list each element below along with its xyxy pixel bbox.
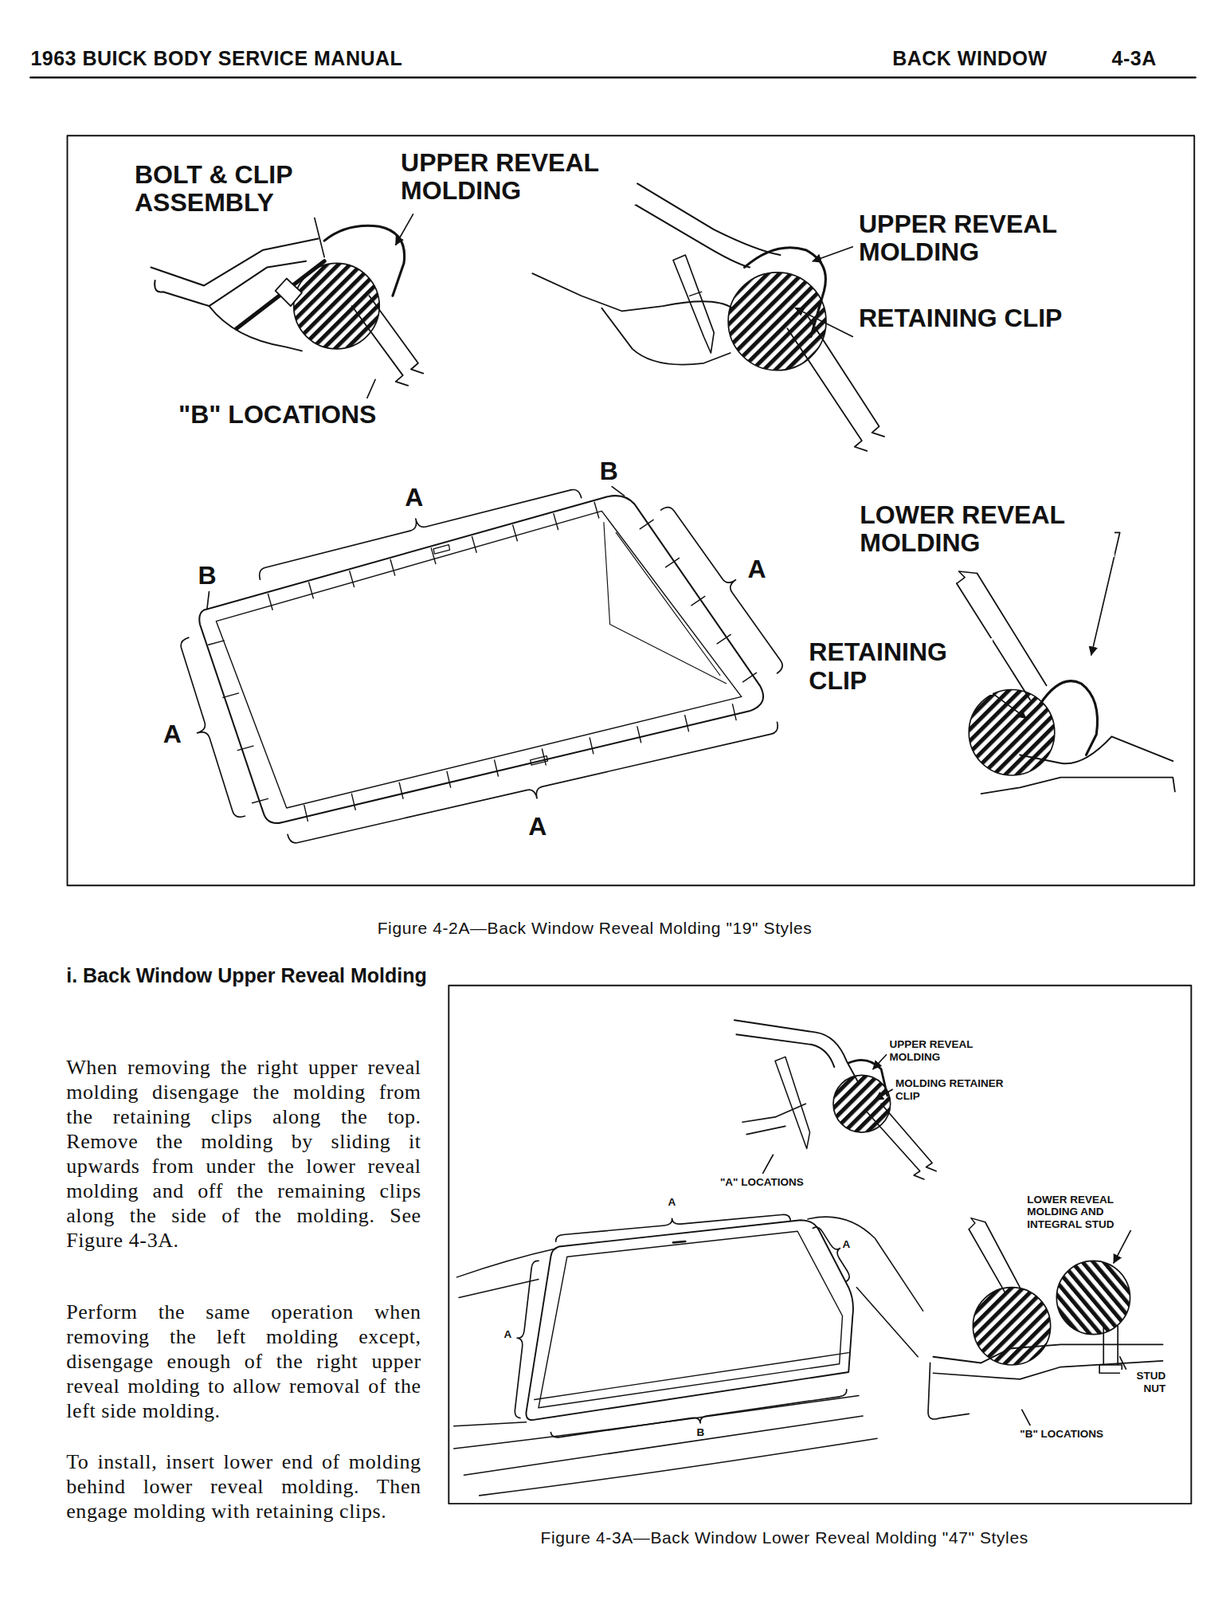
location-bracket (556, 1214, 791, 1242)
figure-caption: Figure 4-2A—Back Window Reveal Molding "… (377, 917, 813, 938)
callout-label: RETAINING CLIP (808, 638, 992, 694)
clip-marks (208, 640, 269, 804)
reveal-molding-line (215, 510, 741, 808)
leader-line (207, 591, 210, 610)
window-outline (525, 1219, 853, 1420)
location-letter: A (504, 1327, 513, 1341)
callout-label: LOWER REVEAL MOLDING (859, 501, 1115, 557)
glass-reflection (603, 521, 727, 683)
stud-and-nut (1099, 1325, 1122, 1373)
reveal-molding-line (538, 1230, 843, 1407)
section-detail-circle (972, 1287, 1050, 1365)
body-panel (532, 273, 733, 311)
clip-marker (433, 544, 548, 766)
location-letter: B (599, 457, 619, 486)
page-header: 1963 BUICK BODY SERVICE MANUAL (30, 47, 403, 71)
figure-frame (66, 135, 1195, 886)
location-bracket (180, 637, 245, 817)
bolt (236, 261, 325, 329)
leader-arrow (874, 1088, 893, 1100)
callout-label: BOLT & CLIP ASSEMBLY (134, 160, 329, 217)
location-bracket (812, 1226, 850, 1281)
figure-caption: Figure 4-3A—Back Window Lower Reveal Mol… (540, 1527, 1029, 1548)
location-letter: A (668, 1195, 677, 1209)
body-paragraph: When removing the right upper reveal mol… (66, 1054, 422, 1253)
roof-line (457, 1248, 557, 1297)
body-panel (154, 261, 306, 306)
leader-arrow (795, 308, 854, 337)
callout-label: "B" LOCATIONS (1019, 1427, 1104, 1441)
callout-label: "A" LOCATIONS (720, 1175, 804, 1189)
location-letter: A (163, 720, 182, 749)
location-letter: A (528, 812, 547, 841)
glass-edge (787, 316, 885, 451)
body-panel (734, 1019, 859, 1083)
glass-edge (866, 1103, 937, 1180)
callout-label: UPPER REVEAL MOLDING (400, 148, 636, 205)
figure-frame (448, 985, 1191, 1504)
leader-line (763, 1154, 774, 1173)
location-letter: A (747, 555, 766, 584)
reveal-molding (848, 1059, 888, 1096)
body-panel (981, 777, 1176, 794)
location-bracket (661, 507, 784, 674)
reveal-molding (324, 225, 405, 296)
body-panel (736, 1034, 835, 1067)
location-bracket (287, 721, 778, 843)
location-bracket (514, 1260, 539, 1418)
tool (689, 291, 702, 296)
leader-line (1120, 1356, 1127, 1369)
body-paragraph: To install, insert lower end of molding … (66, 1449, 422, 1524)
callout-label: UPPER REVEAL MOLDING (858, 210, 1125, 267)
location-letter: B (197, 561, 216, 590)
page-number: 4-3A (1112, 47, 1157, 71)
body-panel (601, 308, 730, 365)
deck-line (454, 1394, 878, 1495)
reveal-molding (1040, 681, 1098, 756)
leader-line (611, 486, 624, 497)
location-letter: A (842, 1237, 851, 1251)
clip-marks (267, 501, 599, 610)
body-panel (1019, 736, 1173, 764)
callout-label: RETAINING CLIP (858, 304, 1062, 333)
section-heading: i. Back Window Upper Reveal Molding (66, 963, 427, 988)
section-detail-circle (1056, 1260, 1130, 1334)
leader-arrow (395, 214, 414, 245)
location-letter: B (696, 1425, 705, 1439)
lower-molding-line (534, 1352, 849, 1400)
callout-label: UPPER REVEAL MOLDING (889, 1038, 1012, 1063)
glass-edge (352, 295, 424, 386)
glass-break (968, 1218, 985, 1230)
callout-label: STUD NUT (1120, 1369, 1167, 1395)
window-outline (199, 495, 764, 823)
clip-marker (673, 1241, 686, 1242)
glass-break (956, 571, 978, 584)
callout-label: LOWER REVEAL MOLDING AND INTEGRAL STUD (1026, 1193, 1141, 1231)
body-panel (150, 238, 318, 286)
callout-label: "B" LOCATIONS (178, 400, 377, 429)
leader-arrow (873, 1054, 887, 1070)
clip-marks (304, 704, 737, 822)
clip (275, 278, 302, 307)
pillar-line (807, 1216, 924, 1357)
glass-edge (968, 1222, 1020, 1294)
location-letter: A (404, 483, 424, 512)
body-panel (932, 1343, 1163, 1363)
header-rule (30, 76, 1195, 79)
leader-line (1022, 1409, 1031, 1425)
leader-arrow (812, 246, 853, 262)
tool (775, 1056, 811, 1148)
illustration-group (30, 77, 1195, 1504)
leader-line (367, 379, 376, 398)
body-panel (626, 199, 750, 267)
callout-label: MOLDING RETAINER CLIP (895, 1077, 1019, 1102)
body-panel (928, 1362, 969, 1419)
section-name: BACK WINDOW (892, 47, 1047, 71)
tool (673, 254, 714, 353)
body-paragraph: Perform the same operation when removing… (66, 1299, 422, 1423)
